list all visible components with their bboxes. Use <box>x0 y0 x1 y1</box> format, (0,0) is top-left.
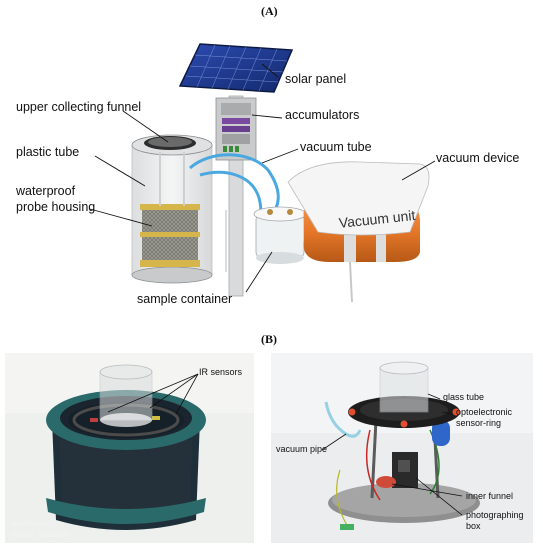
label-waterproof: waterproof <box>16 184 76 198</box>
label-b-waterproof: waterproof <box>12 518 55 528</box>
label-solar-panel: solar panel <box>285 72 347 86</box>
label-vacuum-pipe: vacuum pipe <box>276 444 328 454</box>
label-glass-tube: glass tube <box>443 392 485 402</box>
photo-sensor-ring <box>271 353 533 543</box>
label-photographing: photographing <box>466 510 524 520</box>
leader-lines-a <box>89 63 436 293</box>
label-box: box <box>466 521 481 531</box>
label-plastic-tube: plastic tube <box>16 145 80 159</box>
probe-housing <box>140 152 200 267</box>
label-b-probe-housing: probe housing <box>12 529 70 539</box>
leader-lines-b-right <box>321 393 463 516</box>
panel-b-label: (B) <box>261 332 277 346</box>
label-vacuum-tube: vacuum tube <box>300 140 372 154</box>
photo-probe-housing <box>5 353 254 543</box>
label-probe-housing: probe housing <box>16 200 96 214</box>
label-optoelectronic: optoelectronic <box>456 407 513 417</box>
label-vacuum-device: vacuum device <box>436 151 520 165</box>
upper-collecting-funnel <box>144 136 196 150</box>
sample-container <box>253 206 307 264</box>
label-accumulators: accumulators <box>285 108 360 122</box>
panel-a-label: (A) <box>261 4 278 18</box>
leader-lines-b-left <box>107 373 199 415</box>
vacuum-device <box>287 161 430 303</box>
label-inner-funnel: inner funnel <box>466 491 514 501</box>
accumulator-box <box>215 97 257 161</box>
label-sample-container: sample container <box>137 292 233 306</box>
solar-panel <box>178 43 294 93</box>
label-upper-collecting-funnel: upper collecting funnel <box>16 100 142 114</box>
label-sensor-ring: sensor-ring <box>456 418 502 428</box>
label-ir-sensors: IR sensors <box>199 367 243 377</box>
